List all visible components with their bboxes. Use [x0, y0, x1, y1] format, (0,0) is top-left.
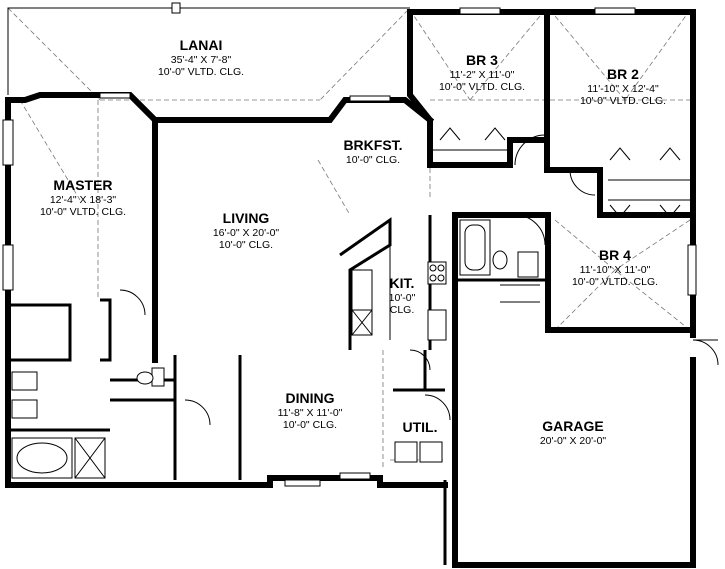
- room-br3-dims: 11'-2" X 11'-0": [449, 68, 515, 81]
- windows: [2, 2, 697, 487]
- room-brkfst-name: BRKFST.: [343, 137, 403, 153]
- room-master-ceiling: 10'-0" VLTD. CLG.: [39, 205, 127, 218]
- room-lanai-name: LANAI: [179, 37, 223, 53]
- room-brkfst-ceiling: 10'-0" CLG.: [345, 153, 401, 166]
- room-br2-dims: 11'-10" X 12'-4": [587, 82, 659, 95]
- fixtures: [11, 149, 690, 479]
- room-living: LIVING 16'-0" X 20'-0" 10'-0" CLG.: [213, 210, 279, 251]
- room-lanai-ceiling: 10'-0" VLTD. CLG.: [157, 65, 245, 78]
- room-br4-dims: 11'-10" X 11'-0": [579, 263, 651, 276]
- room-br3: BR 3 11'-2" X 11'-0" 10'-0" VLTD. CLG.: [439, 52, 525, 93]
- room-br4-ceiling: 10'-0" VLTD. CLG.: [571, 275, 659, 288]
- doors: [119, 127, 719, 426]
- room-kit: KIT. 10'-0" CLG.: [389, 275, 416, 316]
- room-br3-name: BR 3: [466, 52, 498, 68]
- room-master-name: MASTER: [53, 177, 113, 193]
- room-kit-ceiling-line1: 10'-0": [388, 291, 416, 304]
- room-br2: BR 2 11'-10" X 12'-4" 10'-0" VLTD. CLG.: [580, 66, 666, 107]
- room-util-name: UTIL.: [402, 419, 438, 435]
- room-br4: BR 4 11'-10" X 11'-0" 10'-0" VLTD. CLG.: [572, 247, 658, 288]
- room-garage-name: GARAGE: [542, 418, 604, 434]
- room-living-dims: 16'-0" X 20'-0": [212, 226, 280, 239]
- room-br2-ceiling: 10'-0" VLTD. CLG.: [579, 94, 667, 107]
- room-dining-name: DINING: [285, 390, 335, 406]
- room-brkfst: BRKFST. 10'-0" CLG.: [343, 137, 402, 166]
- ceiling-lines: [7, 7, 691, 470]
- room-living-ceiling: 10'-0" CLG.: [218, 238, 274, 251]
- room-util: UTIL.: [403, 419, 438, 436]
- lanai-outline: [7, 7, 410, 95]
- room-br3-ceiling: 10'-0" VLTD. CLG.: [438, 80, 526, 93]
- room-dining-dims: 11'-8" X 11'-0": [277, 406, 343, 419]
- room-kit-name: KIT.: [389, 275, 415, 291]
- room-dining: DINING 11'-8" X 11'-0" 10'-0" CLG.: [278, 390, 343, 431]
- room-garage-dims: 20'-0" X 20'-0": [539, 434, 607, 447]
- room-master: MASTER 12'-4" X 18'-3" 10'-0" VLTD. CLG.: [40, 177, 126, 218]
- room-br2-name: BR 2: [607, 66, 639, 82]
- room-dining-ceiling: 10'-0" CLG.: [282, 418, 338, 431]
- room-lanai: LANAI 35'-4" X 7'-8" 10'-0" VLTD. CLG.: [158, 37, 244, 78]
- room-garage: GARAGE 20'-0" X 20'-0": [540, 418, 606, 447]
- room-living-name: LIVING: [222, 210, 270, 226]
- room-lanai-dims: 35'-4" X 7'-8": [170, 53, 232, 66]
- room-kit-ceiling-line2: CLG.: [389, 303, 415, 316]
- room-br4-name: BR 4: [599, 247, 631, 263]
- room-master-dims: 12'-4" X 18'-3": [49, 193, 117, 206]
